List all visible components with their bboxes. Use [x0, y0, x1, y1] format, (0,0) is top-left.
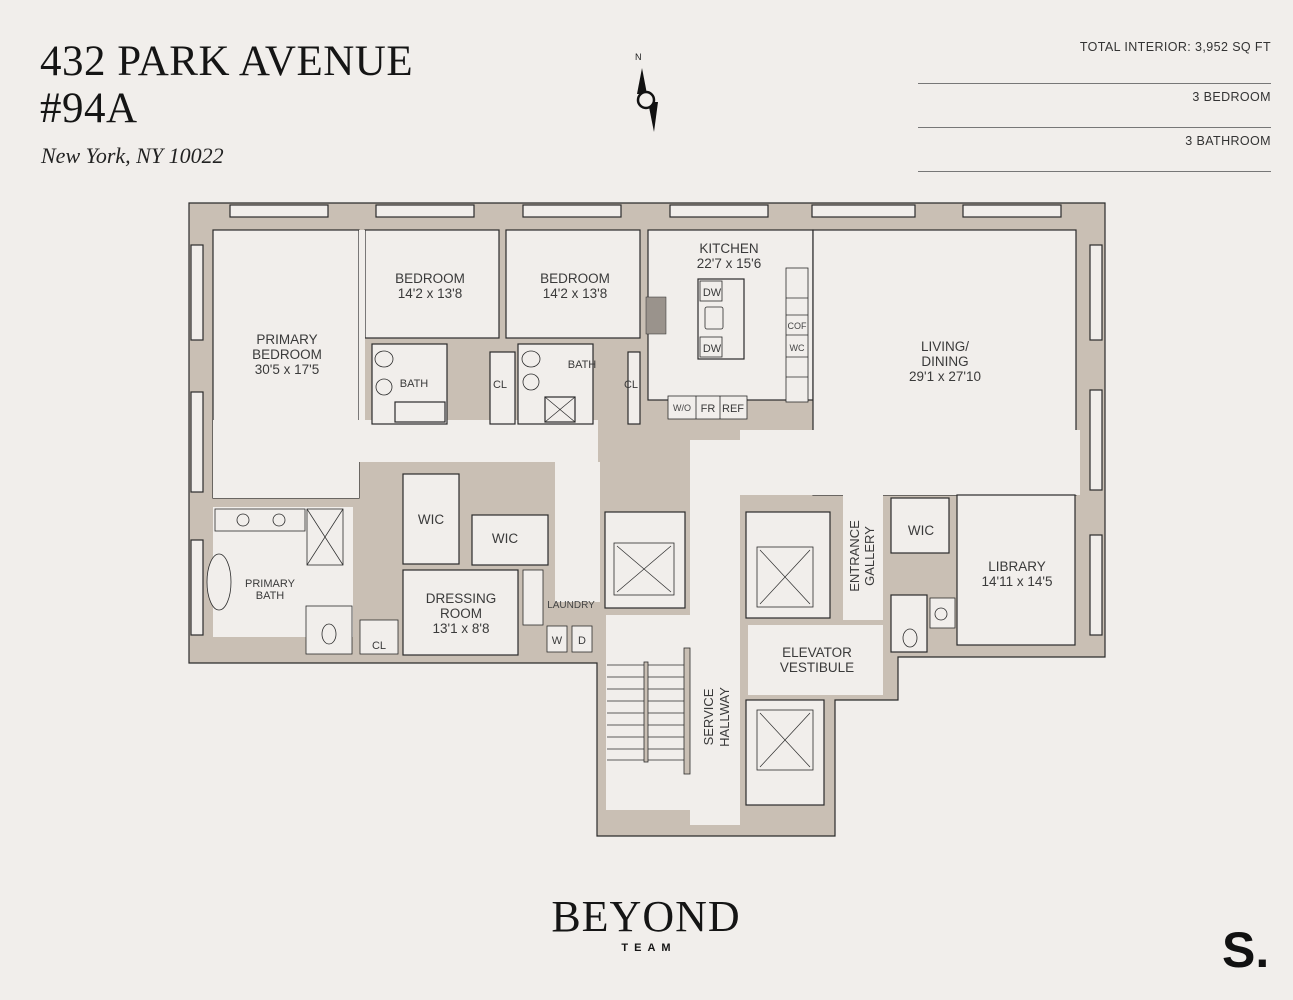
room-dressing: DRESSING: [426, 591, 497, 606]
svg-text:BEDROOM: BEDROOM: [252, 347, 322, 362]
svg-text:COF: COF: [788, 321, 808, 331]
room-cl-2: CL: [624, 379, 638, 391]
svg-text:29'1 x 27'10: 29'1 x 27'10: [909, 369, 981, 384]
title-address: 432 PARK AVENUE: [40, 38, 414, 85]
north-label: N: [635, 52, 642, 62]
svg-text:VESTIBULE: VESTIBULE: [780, 660, 854, 675]
svg-text:22'7 x 15'6: 22'7 x 15'6: [697, 256, 761, 271]
svg-text:D: D: [578, 635, 586, 647]
room-living-dining: LIVING/: [921, 339, 969, 354]
svg-text:14'2 x 13'8: 14'2 x 13'8: [398, 286, 462, 301]
svg-text:DW: DW: [703, 287, 722, 299]
svg-text:ROOM: ROOM: [440, 606, 482, 621]
room-elevator-vestibule: ELEVATOR: [782, 645, 852, 660]
room-bedroom-2: BEDROOM: [540, 271, 610, 286]
title-unit: #94A: [40, 85, 138, 132]
room-bedroom-1: BEDROOM: [395, 271, 465, 286]
svg-text:DINING: DINING: [921, 354, 968, 369]
beyond-team-logo: BEYOND TEAM: [551, 892, 741, 955]
svg-text:W/O: W/O: [673, 403, 691, 413]
svg-text:13'1 x 8'8: 13'1 x 8'8: [433, 621, 490, 636]
svg-text:HALLWAY: HALLWAY: [717, 687, 732, 747]
stat-bathrooms: 3 BATHROOM: [918, 128, 1271, 172]
room-wic-2: WIC: [492, 531, 518, 546]
room-wic-3: WIC: [908, 523, 934, 538]
room-entrance-gallery: ENTRANCE: [847, 520, 862, 592]
room-cl-1: CL: [493, 379, 507, 391]
svg-text:14'11 x 14'5: 14'11 x 14'5: [982, 574, 1053, 589]
room-laundry: LAUNDRY: [547, 600, 595, 611]
stat-bedrooms: 3 BEDROOM: [918, 84, 1271, 128]
room-wic-1: WIC: [418, 512, 444, 527]
room-bath-2: BATH: [568, 359, 597, 371]
room-primary-bath: PRIMARY: [245, 578, 296, 590]
svg-text:WC: WC: [790, 343, 805, 353]
svg-text:REF: REF: [722, 403, 744, 415]
room-service-hallway: SERVICE: [701, 688, 716, 745]
listing-location: New York, NY 10022: [41, 143, 224, 168]
svg-text:W: W: [552, 635, 563, 647]
svg-text:DW: DW: [703, 343, 722, 355]
svg-text:BATH: BATH: [256, 590, 285, 602]
room-bath-1: BATH: [400, 378, 429, 390]
listing-title: 432 PARK AVENUE #94A: [40, 38, 413, 132]
north-arrow-icon: N: [630, 52, 670, 136]
room-kitchen: KITCHEN: [699, 241, 758, 256]
svg-text:14'2 x 13'8: 14'2 x 13'8: [543, 286, 607, 301]
stat-total-interior: TOTAL INTERIOR: 3,952 SQ FT: [918, 40, 1271, 84]
svg-text:30'5 x 17'5: 30'5 x 17'5: [255, 362, 319, 377]
room-cl-3: CL: [372, 640, 386, 652]
svg-text:GALLERY: GALLERY: [862, 526, 877, 586]
room-primary-bedroom: PRIMARY: [256, 332, 317, 347]
svg-text:FR: FR: [701, 403, 716, 415]
room-library: LIBRARY: [988, 559, 1046, 574]
listing-stats: TOTAL INTERIOR: 3,952 SQ FT 3 BEDROOM 3 …: [918, 40, 1271, 172]
corner-logo: S.: [1222, 922, 1270, 978]
